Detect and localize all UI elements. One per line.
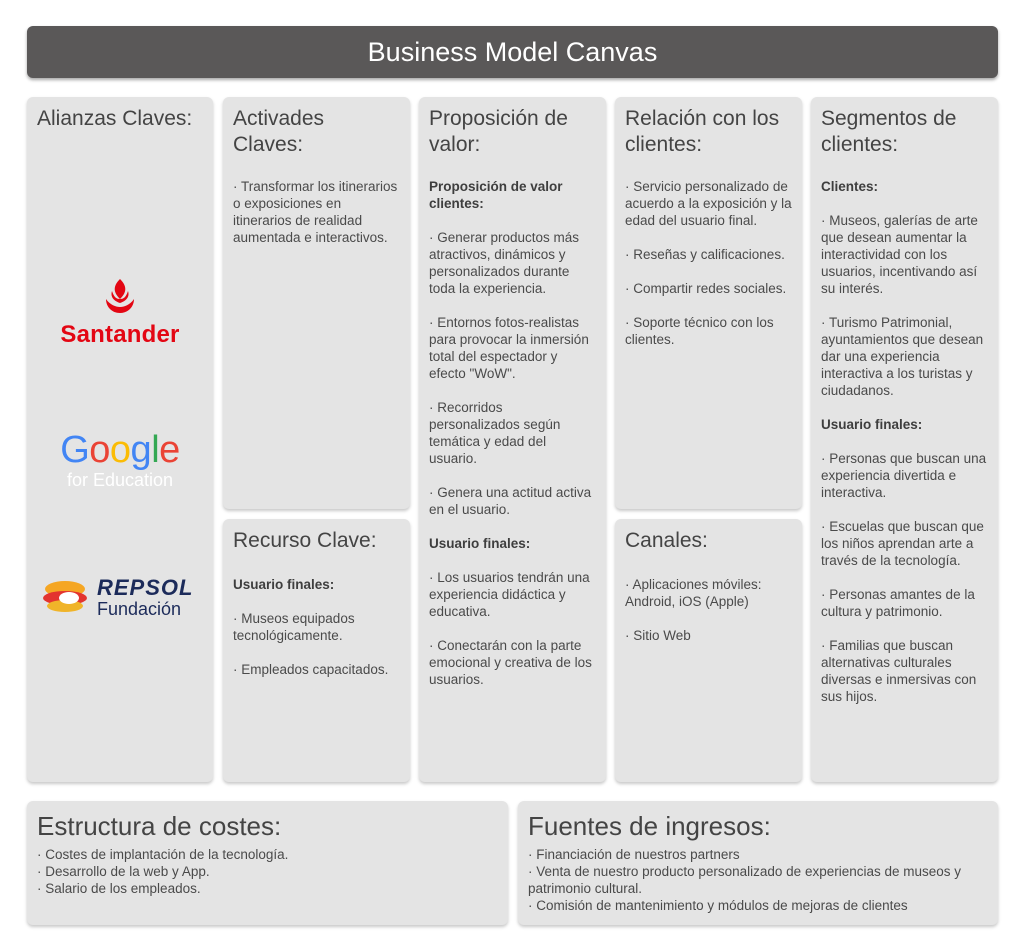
recurso-clave-title: Recurso Clave: (233, 529, 377, 552)
list-item: · Sitio Web (625, 628, 691, 643)
canales-card: Canales: · Aplicaciones móviles: Android… (615, 519, 802, 782)
list-item: · Museos, galerías de arte que desean au… (821, 213, 978, 296)
list-item: · Turismo Patrimonial, ayuntamientos que… (821, 315, 984, 398)
canvas-title: Business Model Canvas (27, 26, 998, 78)
list-item: · Empleados capacitados. (233, 662, 389, 677)
list-item: · Soporte técnico con los clientes. (625, 315, 774, 347)
actividades-claves-title: Activades Claves: (233, 107, 325, 156)
list-item: · Genera una actitud activa en el usuari… (429, 485, 592, 517)
list-item: · Venta de nuestro producto personalizad… (528, 864, 962, 896)
google-wordmark: Google (60, 429, 180, 471)
list-item: · Recorridos personalizados según temáti… (429, 400, 561, 466)
list-item: · Museos equipados tecnológicamente. (233, 611, 355, 643)
list-item: · Servicio personalizado de acuerdo a la… (625, 179, 792, 228)
list-item: · Reseñas y calificaciones. (625, 247, 785, 262)
relacion-clientes-title: Relación con los clientes: (625, 107, 780, 156)
google-for-education-logo: Google for Education (27, 430, 213, 490)
list-item: · Transformar los itinerarios o exposici… (233, 179, 398, 245)
list-item: · Personas que buscan una experiencia di… (821, 451, 987, 500)
santander-flame-icon (106, 279, 134, 313)
estructura-costes-body: · Costes de implantación de la tecnologí… (37, 846, 498, 897)
segmentos-clientes-title: Segmentos de clientes: (821, 107, 957, 156)
list-item: · Entornos fotos-realistas para provocar… (429, 315, 589, 381)
relacion-clientes-card: Relación con los clientes: · Servicio pe… (615, 97, 802, 509)
segmentos-heading-clientes: Clientes: (821, 179, 879, 194)
recurso-clave-card: Recurso Clave: Usuario finales: · Museos… (223, 519, 410, 782)
relacion-clientes-body: · Servicio personalizado de acuerdo a la… (625, 178, 792, 348)
actividades-claves-body: · Transformar los itinerarios o exposici… (233, 178, 400, 246)
list-item: · Compartir redes sociales. (625, 281, 787, 296)
proposicion-de-valor-card: Proposición de valor: Proposición de val… (419, 97, 606, 782)
fuentes-ingresos-title: Fuentes de ingresos: (528, 811, 771, 841)
proposicion-heading-clientes: Proposición de valor clientes: (429, 179, 563, 211)
proposicion-de-valor-title: Proposición de valor: (429, 107, 568, 156)
google-for-education-subtitle: for Education (66, 470, 174, 490)
proposicion-heading-usuarios: Usuario finales: (429, 536, 531, 551)
santander-wordmark: Santander (60, 321, 180, 348)
fuentes-ingresos-body: · Financiación de nuestros partners · Ve… (528, 846, 988, 914)
list-item: · Familias que buscan alternativas cultu… (821, 638, 977, 704)
santander-logo: Santander (27, 277, 213, 349)
segmentos-clientes-body: Clientes: · Museos, galerías de arte que… (821, 178, 988, 705)
canales-title: Canales: (625, 529, 708, 552)
recurso-clave-heading: Usuario finales: (233, 577, 335, 592)
proposicion-de-valor-body: Proposición de valor clientes: · Generar… (429, 178, 596, 688)
estructura-costes-card: Estructura de costes: · Costes de implan… (27, 801, 508, 925)
repsol-fundacion-subtitle: Fundación (97, 599, 182, 619)
list-item: · Salario de los empleados. (37, 881, 201, 896)
list-item: · Los usuarios tendrán una experiencia d… (429, 570, 590, 619)
canales-body: · Aplicaciones móviles: Android, iOS (Ap… (625, 576, 792, 644)
list-item: · Conectarán con la parte emocional y cr… (429, 638, 592, 687)
list-item: · Financiación de nuestros partners (528, 847, 740, 862)
list-item: · Comisión de mantenimiento y módulos de… (528, 898, 908, 913)
repsol-fundacion-logo: REPSOL Fundación (41, 577, 209, 619)
list-item: · Aplicaciones móviles: Android, iOS (Ap… (625, 577, 762, 609)
segmentos-heading-usuarios: Usuario finales: (821, 417, 923, 432)
fuentes-ingresos-card: Fuentes de ingresos: · Financiación de n… (518, 801, 998, 925)
repsol-flame-icon (43, 581, 87, 612)
actividades-claves-card: Activades Claves: · Transformar los itin… (223, 97, 410, 509)
estructura-costes-title: Estructura de costes: (37, 811, 282, 841)
list-item: · Costes de implantación de la tecnologí… (37, 847, 289, 862)
repsol-wordmark: REPSOL (97, 575, 194, 600)
alianzas-claves-card: Alianzas Claves: Santander Google for Ed… (27, 97, 213, 782)
recurso-clave-body: Usuario finales: · Museos equipados tecn… (233, 576, 400, 678)
list-item: · Desarrollo de la web y App. (37, 864, 210, 879)
alianzas-claves-title: Alianzas Claves: (37, 107, 193, 130)
list-item: · Escuelas que buscan que los niños apre… (821, 519, 984, 568)
list-item: · Generar productos más atractivos, diná… (429, 230, 580, 296)
list-item: · Personas amantes de la cultura y patri… (821, 587, 975, 619)
segmentos-clientes-card: Segmentos de clientes: Clientes: · Museo… (811, 97, 998, 782)
